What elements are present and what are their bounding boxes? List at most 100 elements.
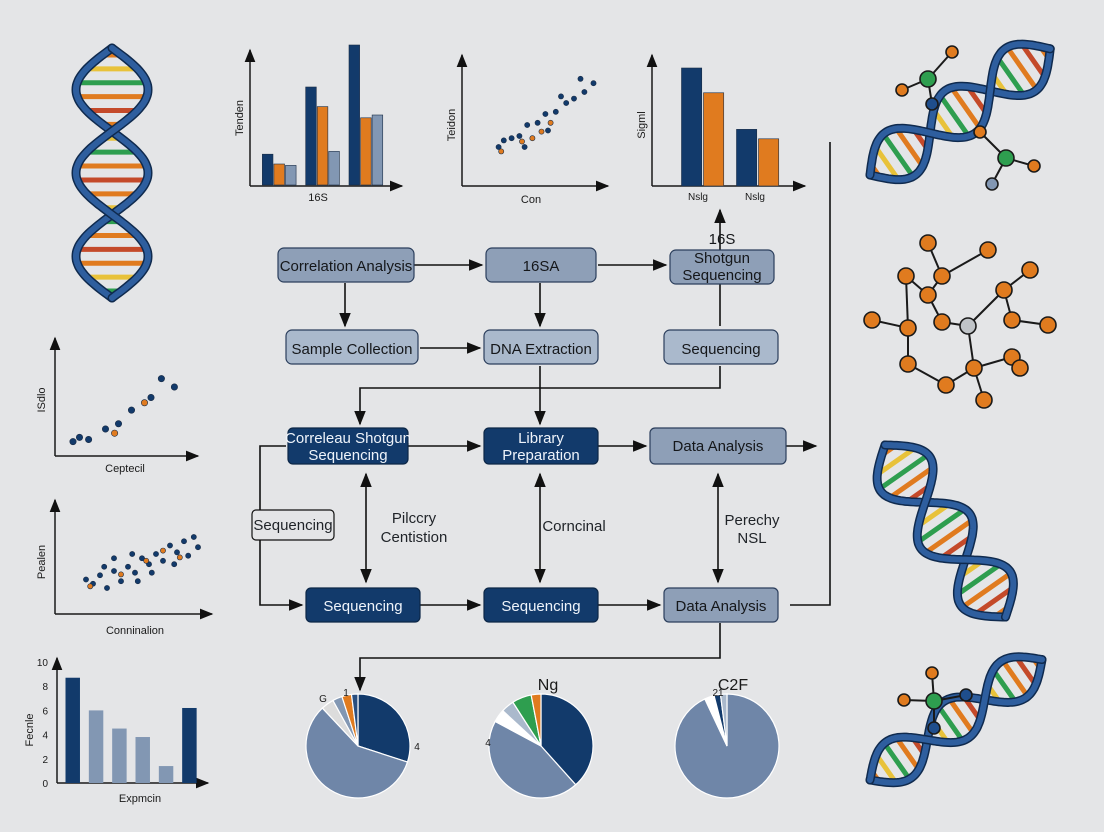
y-axis-label: Sigml (636, 111, 648, 139)
molecule-icon (897, 666, 973, 735)
atom (919, 70, 937, 88)
point (76, 433, 84, 441)
y-tick-label: 0 (42, 779, 48, 790)
dna-extraction-box[interactable]: DNA Extraction (483, 329, 599, 365)
bar (316, 106, 329, 186)
base-pair (954, 561, 1004, 598)
backbone (865, 655, 1047, 788)
pie-label: 21 (712, 688, 724, 699)
point (519, 138, 525, 145)
16s-shotgun-sequencing-box[interactable]: 16S Shotgun Sequencing (669, 231, 775, 285)
box-label: DNA Extraction (490, 341, 592, 358)
point (111, 429, 119, 437)
point (195, 544, 201, 551)
atom (863, 311, 881, 329)
pie-slice (305, 707, 409, 799)
sample-collection-box[interactable]: Sample Collection (285, 329, 419, 365)
point (181, 538, 187, 545)
point (128, 406, 136, 414)
y-tick-label: 6 (42, 706, 48, 717)
point (87, 583, 94, 590)
y-axis-label: Pealen (36, 545, 48, 579)
pie-label: 1 (343, 688, 349, 699)
point (143, 557, 150, 564)
16sa-box[interactable]: 16SA (485, 247, 597, 283)
point (157, 375, 165, 383)
box-label: Sample Collection (292, 341, 413, 358)
box-label-line-2: Shotgun (694, 250, 750, 267)
sequencing-box-top[interactable]: Sequencing (663, 329, 779, 365)
atom (899, 319, 917, 337)
point (508, 135, 515, 142)
point (590, 80, 597, 87)
box-label: Correlation Analysis (280, 258, 413, 275)
point (160, 557, 166, 564)
dna-helix-icon (865, 39, 1055, 185)
base-pair (990, 667, 1019, 705)
atom (1011, 359, 1029, 377)
base-pair (995, 55, 1027, 98)
atom (925, 692, 943, 710)
base-pair (1000, 657, 1031, 699)
point (153, 551, 159, 557)
side-sequencing-box[interactable]: Sequencing (251, 509, 335, 541)
pie-chart-1: G 1 4 (305, 688, 420, 799)
molecule-icon (863, 234, 1057, 409)
atom (995, 281, 1013, 299)
sequencing-box-bottom-left[interactable]: Sequencing (305, 587, 421, 623)
point (185, 552, 192, 559)
bar (65, 677, 80, 783)
point (516, 133, 523, 139)
atom (975, 391, 993, 409)
point (500, 137, 507, 144)
x-tick-label: Nslg (745, 192, 765, 203)
point (538, 128, 545, 135)
bond (941, 249, 989, 277)
bar (285, 165, 297, 186)
point-group (83, 534, 201, 591)
correlation-analysis-box[interactable]: Correlation Analysis (277, 247, 415, 283)
base-pair (972, 585, 1016, 617)
point (558, 93, 564, 100)
y-tick-label: 8 (42, 682, 48, 693)
backbone (867, 656, 1046, 786)
point (118, 571, 124, 578)
x-axis-label: Con (521, 194, 541, 206)
base-pair (881, 740, 912, 782)
dna-helix-icon (71, 43, 153, 303)
data-analysis-box-bottom[interactable]: Data Analysis (663, 587, 779, 623)
pie-title: C2F (718, 677, 748, 694)
bar (182, 707, 197, 783)
box-label-line-1: Library (518, 430, 564, 447)
atom (979, 241, 997, 259)
pie-slice (719, 693, 728, 747)
point (111, 568, 117, 574)
bar (681, 67, 703, 187)
pie-slice (357, 693, 411, 763)
box-label: Sequencing (253, 517, 332, 534)
bar-group (65, 677, 197, 783)
library-preparation-box[interactable]: Library Preparation (483, 427, 599, 465)
base-pair (915, 506, 968, 545)
box-label-line-2: Preparation (502, 447, 580, 464)
point (69, 438, 77, 446)
atom (985, 177, 999, 191)
sequencing-box-bottom-mid[interactable]: Sequencing (483, 587, 599, 623)
atom (933, 267, 951, 285)
point (571, 95, 577, 102)
data-analysis-box-top[interactable]: Data Analysis (649, 427, 787, 465)
y-axis-label: Tenden (234, 100, 246, 136)
point (498, 148, 505, 155)
atom (933, 313, 951, 331)
point (101, 563, 108, 570)
backbone (72, 45, 152, 301)
bar (88, 710, 104, 783)
correleau-shotgun-sequencing-box[interactable]: Correleau Shotgun Sequencing (285, 427, 411, 465)
base-pair (959, 570, 1014, 610)
bar (348, 44, 360, 186)
box-label: Sequencing (501, 598, 580, 615)
point-group (69, 375, 178, 446)
bar-group (262, 44, 384, 186)
y-axis-label: Fecnle (24, 713, 36, 746)
bar (262, 153, 274, 186)
